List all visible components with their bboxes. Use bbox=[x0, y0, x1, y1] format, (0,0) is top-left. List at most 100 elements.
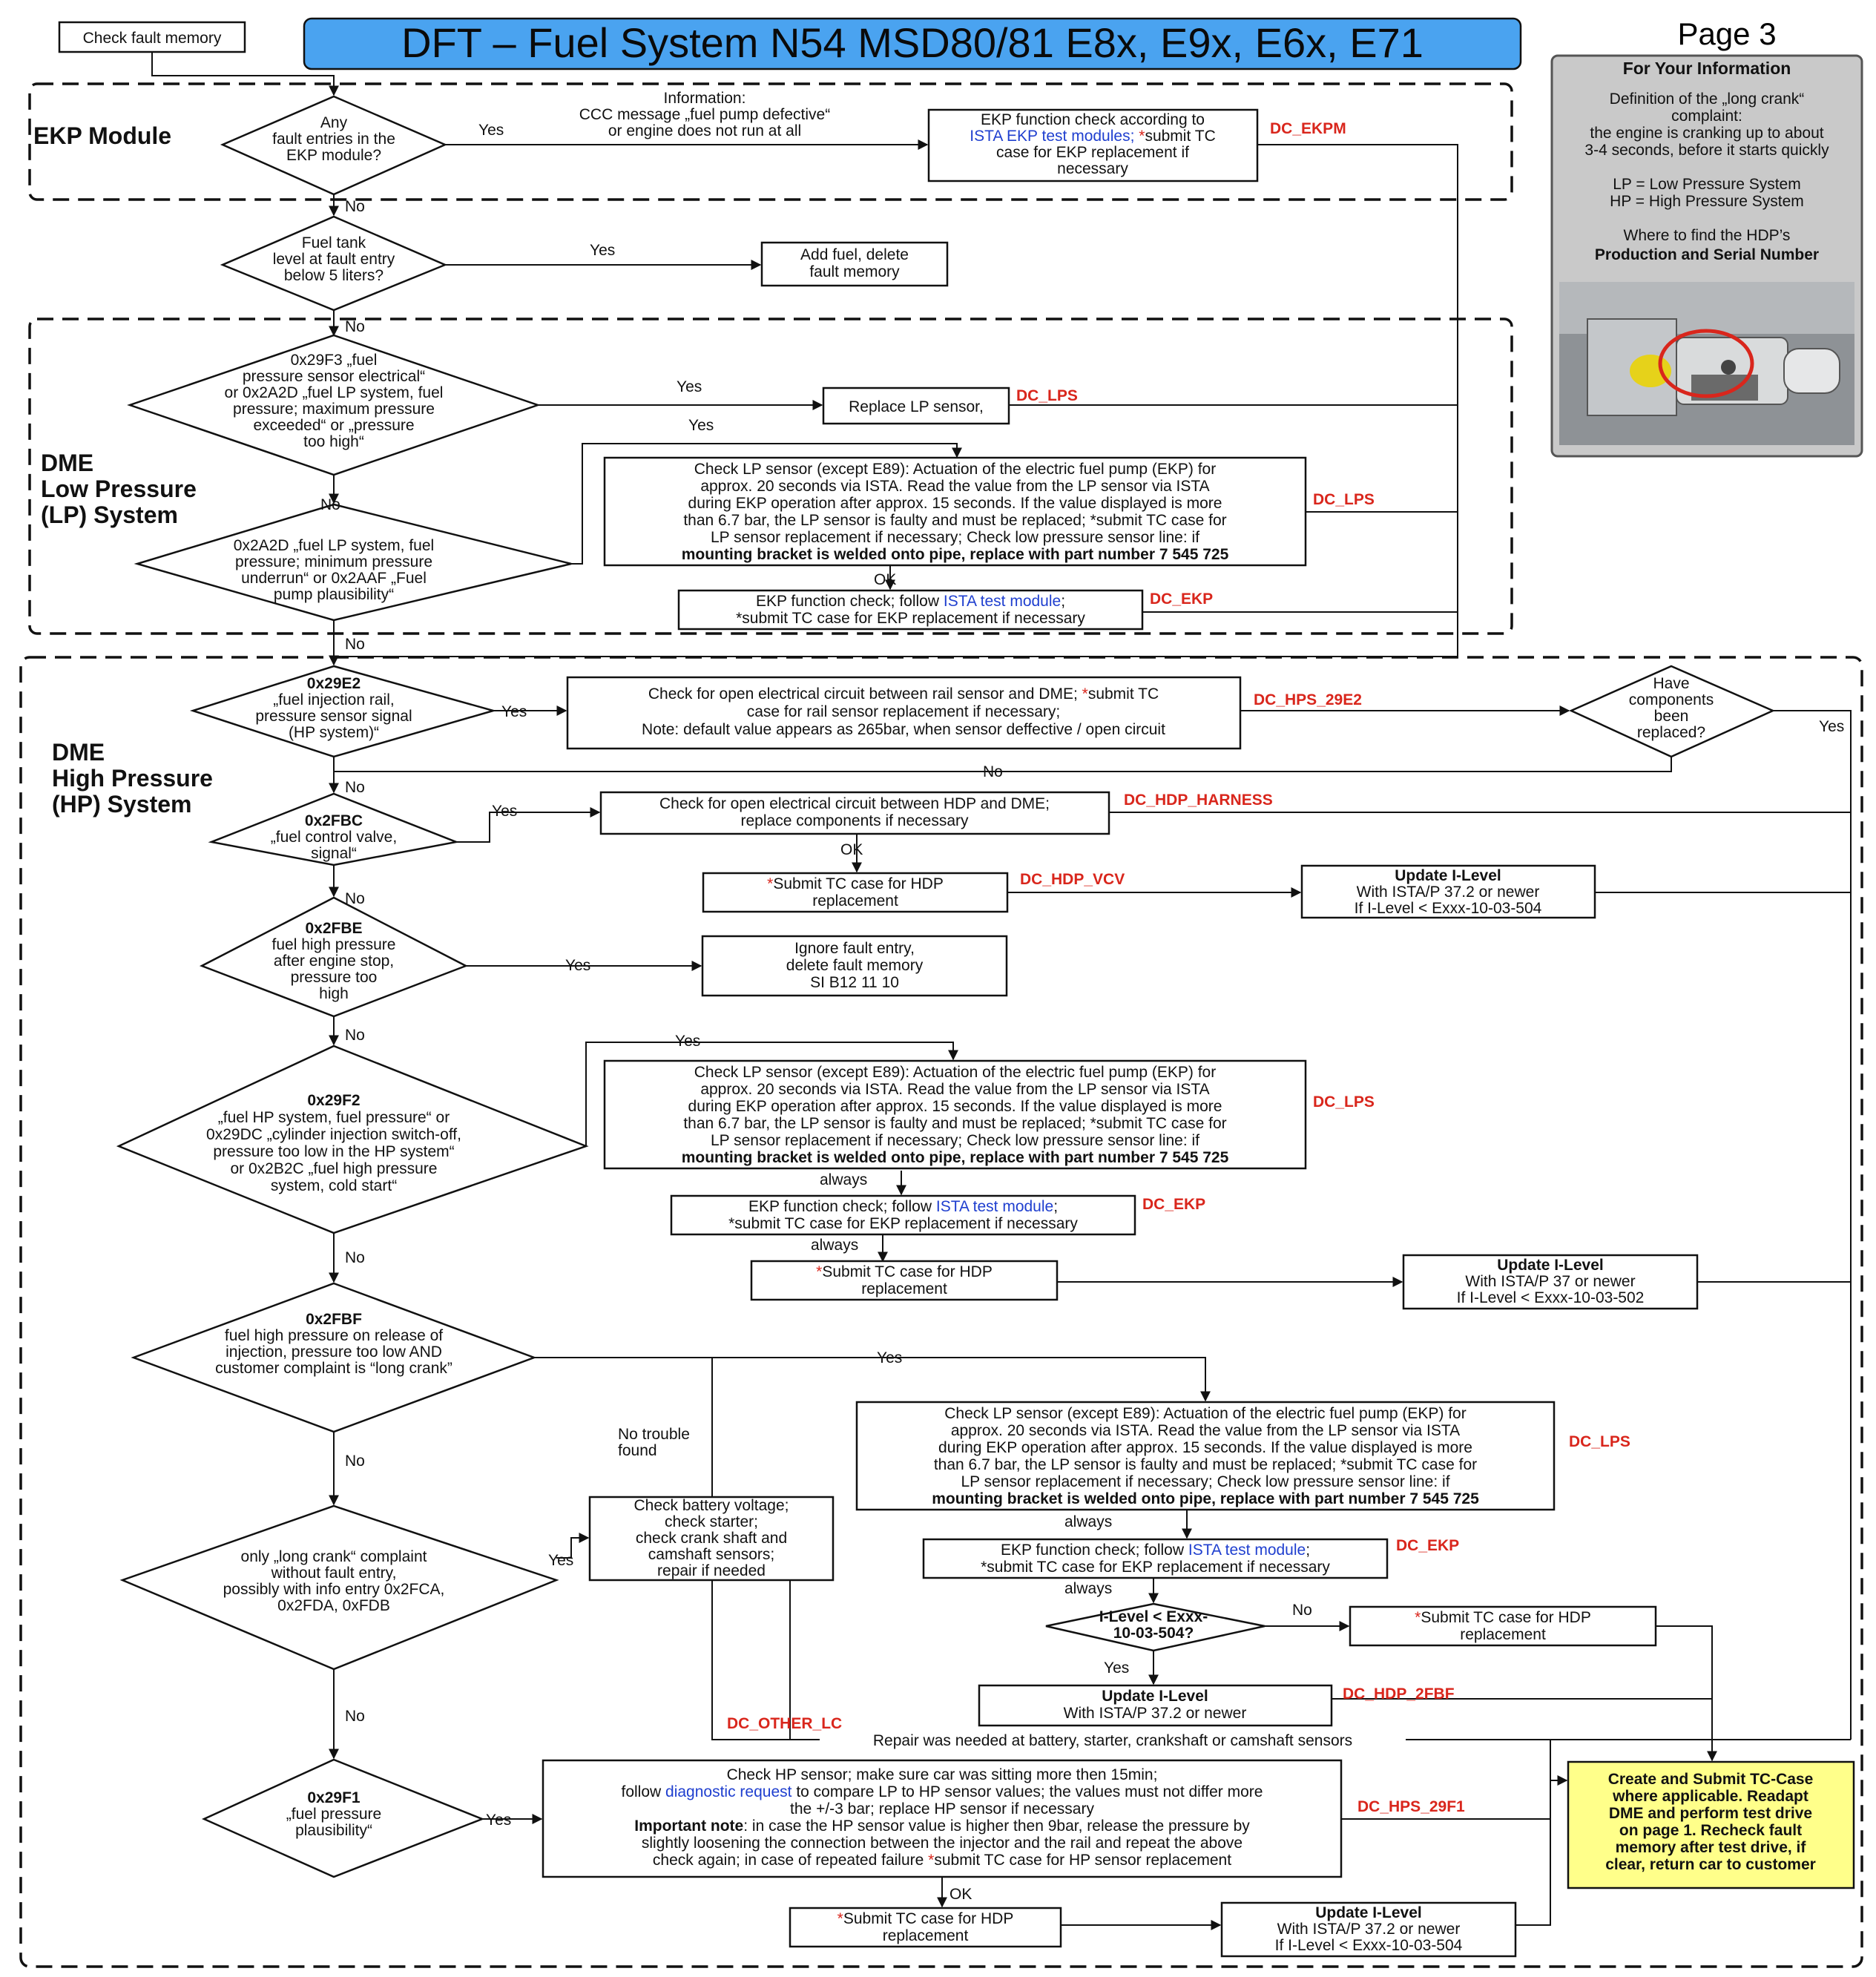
box-update-502-line2: With ISTA/P 37 or newer bbox=[1465, 1273, 1635, 1290]
ccc-info-1: Information: bbox=[664, 90, 746, 107]
lp-check-line-1: Check LP sensor (except E89): Actuation … bbox=[694, 1064, 1216, 1081]
final-line-1: Create and Submit TC-Case bbox=[1608, 1771, 1814, 1788]
d13-line-1: I-Level < Exxx- bbox=[1099, 1608, 1208, 1625]
lp-check-line-5: LP sensor replacement if necessary; Chec… bbox=[711, 1132, 1199, 1149]
title-bar bbox=[303, 17, 1522, 70]
ekp-func-line-1: EKP function check; follow ISTA test mod… bbox=[748, 1198, 1058, 1215]
ekp-section-frame bbox=[28, 82, 1513, 201]
box-ekp-func-1: EKP function check; follow ISTA test mod… bbox=[677, 589, 1144, 631]
label-always-3: always bbox=[1064, 1513, 1112, 1530]
d8-line-4: pressure too bbox=[291, 969, 378, 986]
final-line-4: on page 1. Recheck fault bbox=[1619, 1822, 1802, 1839]
info-lines: Definition of the „long crank“complaint:… bbox=[1584, 91, 1829, 244]
d2-line-1: Fuel tank bbox=[302, 234, 366, 251]
box-update-372b-line2: With ISTA/P 37.2 or newer bbox=[1277, 1921, 1461, 1938]
submit-hdp-frame bbox=[1349, 1605, 1657, 1647]
hdp-photo bbox=[1559, 282, 1854, 445]
info-panel: For Your Information Definition of the „… bbox=[1550, 54, 1863, 458]
box-ekp-check-line3: case for EKP replacement if bbox=[996, 144, 1189, 161]
ekp-func-line-1: EKP function check; follow ISTA test mod… bbox=[1001, 1542, 1310, 1559]
start-box bbox=[58, 21, 246, 53]
submit-hdp-line-2: replacement bbox=[861, 1280, 947, 1297]
d4-line-3: underrun“ or 0x2AAF „Fuel bbox=[241, 570, 427, 587]
d9-line-6: system, cold start“ bbox=[271, 1177, 397, 1194]
code-lps-2: DC_LPS bbox=[1313, 491, 1375, 508]
info-line-3: the engine is cranking up to about bbox=[1590, 125, 1823, 142]
label-yes-d5: Yes bbox=[501, 703, 527, 720]
info-line-1: Definition of the „long crank“ bbox=[1610, 91, 1805, 108]
box-ignore-fault bbox=[701, 935, 1008, 997]
code-hdp-2fbf: DC_HDP_2FBF bbox=[1343, 1685, 1455, 1703]
d4-line-2: pressure; minimum pressure bbox=[235, 553, 432, 570]
section-lp-title-3: (LP) System bbox=[41, 501, 178, 528]
page-number: Page 3 bbox=[1677, 16, 1776, 51]
box-add-fuel bbox=[760, 241, 949, 287]
box-replace-lp-label: Replace LP sensor, bbox=[849, 398, 984, 415]
decision-0x2FBF bbox=[131, 1282, 537, 1433]
code-ekp-2: DC_EKP bbox=[1142, 1196, 1205, 1213]
label-yes-d7: Yes bbox=[492, 803, 517, 820]
box-lp-check-1: Check LP sensor (except E89): Actuation … bbox=[603, 456, 1307, 567]
d11-line-4: 0x2FDA, 0xFDB bbox=[277, 1597, 390, 1614]
lp-check-line-1: Check LP sensor (except E89): Actuation … bbox=[944, 1405, 1466, 1422]
repair-note: Repair was needed at battery, starter, c… bbox=[873, 1732, 1352, 1749]
d6-line-2: components bbox=[1629, 691, 1714, 708]
box-ignore-line3: SI B12 11 10 bbox=[810, 974, 899, 991]
d9-line-3: 0x29DC „cylinder injection switch-off, bbox=[206, 1126, 461, 1143]
d10-line-3: injection, pressure too low AND bbox=[226, 1343, 442, 1361]
d2-line-2: level at fault entry bbox=[273, 251, 395, 268]
lp-check-line-2: approx. 20 seconds via ISTA. Read the va… bbox=[951, 1422, 1460, 1439]
box-update-504-line3: If I-Level < Exxx-10-03-504 bbox=[1355, 900, 1542, 917]
submit-hdp-frame bbox=[702, 872, 1009, 913]
d3-line-1: 0x29F3 „fuel bbox=[291, 352, 378, 369]
box-battery-check bbox=[588, 1496, 835, 1582]
info-line-6: LP = Low Pressure System bbox=[1613, 176, 1800, 193]
ekp-func-line-2: *submit TC case for EKP replacement if n… bbox=[728, 1215, 1078, 1232]
label-yes-d6: Yes bbox=[1819, 718, 1844, 735]
d10-line-4: customer complaint is “long crank” bbox=[215, 1360, 452, 1377]
box-hp-sensor-line1: Check HP sensor; make sure car was sitti… bbox=[727, 1766, 1158, 1783]
lp-check-frame bbox=[603, 1059, 1307, 1170]
box-lp-check-3: Check LP sensor (except E89): Actuation … bbox=[855, 1401, 1556, 1511]
final-line-6: clear, return car to customer bbox=[1605, 1856, 1816, 1873]
label-yes-d12: Yes bbox=[486, 1812, 511, 1829]
label-no-d1: No bbox=[345, 198, 365, 215]
d7-line-3: signal“ bbox=[311, 845, 357, 862]
lp-check-line-5: LP sensor replacement if necessary; Chec… bbox=[961, 1473, 1449, 1490]
submit-hdp-frame bbox=[750, 1260, 1059, 1301]
box-update-372b-line1: Update I-Level bbox=[1315, 1904, 1422, 1921]
label-no-d9: No bbox=[345, 1249, 365, 1266]
lp-check-frame bbox=[603, 456, 1307, 567]
lp-check-line-3: during EKP operation after approx. 15 se… bbox=[938, 1439, 1472, 1456]
ekp-func-line-2: *submit TC case for EKP replacement if n… bbox=[736, 610, 1085, 627]
box-add-fuel-line2: fault memory bbox=[809, 263, 900, 280]
ekp-func-frame bbox=[677, 589, 1144, 631]
d5-line-4: (HP system)“ bbox=[289, 724, 379, 741]
box-ekp-check-line4: necessary bbox=[1057, 160, 1128, 177]
d3-line-6: too high“ bbox=[303, 433, 364, 450]
box-final-action bbox=[1567, 1760, 1855, 1889]
d13-line-2: 10-03-504? bbox=[1113, 1625, 1194, 1642]
box-update-372-line1: Update I-Level bbox=[1102, 1688, 1208, 1705]
submit-hdp-line-1: *Submit TC case for HDP bbox=[767, 875, 944, 892]
d12-line-3: plausibility“ bbox=[295, 1822, 372, 1839]
code-lps-4: DC_LPS bbox=[1569, 1433, 1630, 1450]
box-ekp-check-line2: ISTA EKP test modules; *submit TC bbox=[970, 128, 1216, 145]
d8-line-5: high bbox=[319, 985, 349, 1002]
box-replace-lp bbox=[822, 386, 1010, 425]
final-line-2: where applicable. Readapt bbox=[1612, 1788, 1808, 1805]
ccc-info-3: or engine does not run at all bbox=[608, 122, 801, 139]
section-ekp-title: EKP Module bbox=[33, 122, 171, 149]
d4-line-4: pump plausibility“ bbox=[274, 586, 394, 603]
lp-check-line-2: approx. 20 seconds via ISTA. Read the va… bbox=[700, 478, 1209, 495]
box-update-372b-line3: If I-Level < Exxx-10-03-504 bbox=[1275, 1937, 1463, 1954]
battery-line-4: camshaft sensors; bbox=[648, 1546, 774, 1563]
submit-hdp-line-1: *Submit TC case for HDP bbox=[816, 1263, 993, 1280]
label-ok-3: OK bbox=[949, 1886, 972, 1903]
submit-hdp-line-2: replacement bbox=[883, 1927, 969, 1944]
d6-line-1: Have bbox=[1653, 675, 1689, 692]
d1-line-2: fault entries in the bbox=[272, 131, 395, 148]
